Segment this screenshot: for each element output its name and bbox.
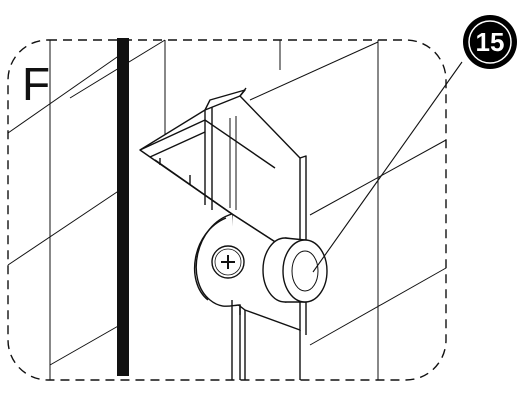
cylinder-cap [262,237,328,303]
callout-bubble: 15 [463,15,517,69]
wall-panel-lines [49,40,379,380]
bracket-shading [229,116,237,210]
vertical-bar [117,38,129,376]
step-label: F [22,58,50,110]
callout-number: 15 [476,27,505,57]
detail-frame [7,39,447,381]
phillips-screw [211,245,245,279]
callout-leader [312,61,463,273]
hatch-lines [7,39,447,366]
